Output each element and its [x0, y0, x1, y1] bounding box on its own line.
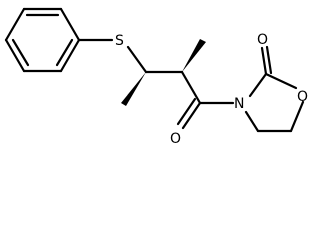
- nitrogen-atom-label: N: [234, 96, 244, 112]
- ring-oxygen-label: O: [297, 89, 308, 105]
- acyl-carbonyl-double-bond: [181, 101, 202, 130]
- ring-bond: [244, 110, 260, 133]
- acyl-carbonyl-double-bond: [176, 97, 197, 126]
- oxazolidinone-ring: [244, 72, 305, 133]
- ring-bond: [248, 72, 268, 98]
- phenyl-bond: [59, 7, 81, 42]
- structure-drawing: S O N O O: [4, 7, 308, 147]
- phenyl-inner-bond: [55, 38, 74, 67]
- phenyl-bond: [59, 38, 81, 73]
- acyl-oxygen-label: O: [170, 131, 181, 147]
- stereo-wedge-bond: [182, 39, 206, 72]
- ring-bond: [264, 72, 298, 90]
- phenyl-bond: [4, 38, 26, 73]
- sulfur-carbon-bond: [126, 45, 148, 74]
- ring-carbonyl-double-bond: [265, 45, 273, 75]
- sulfur-atom-label: S: [115, 33, 124, 49]
- ring-bond: [289, 100, 305, 133]
- phenyl-inner-bond: [11, 38, 30, 67]
- ring-carbonyl-oxygen-label: O: [257, 32, 268, 48]
- stereo-wedge-bond: [121, 72, 146, 106]
- phenyl-ring: [4, 7, 81, 73]
- ring-carbonyl-double-bond: [260, 46, 268, 76]
- phenyl-bond: [4, 7, 26, 42]
- carbon-carbon-bond: [180, 70, 202, 105]
